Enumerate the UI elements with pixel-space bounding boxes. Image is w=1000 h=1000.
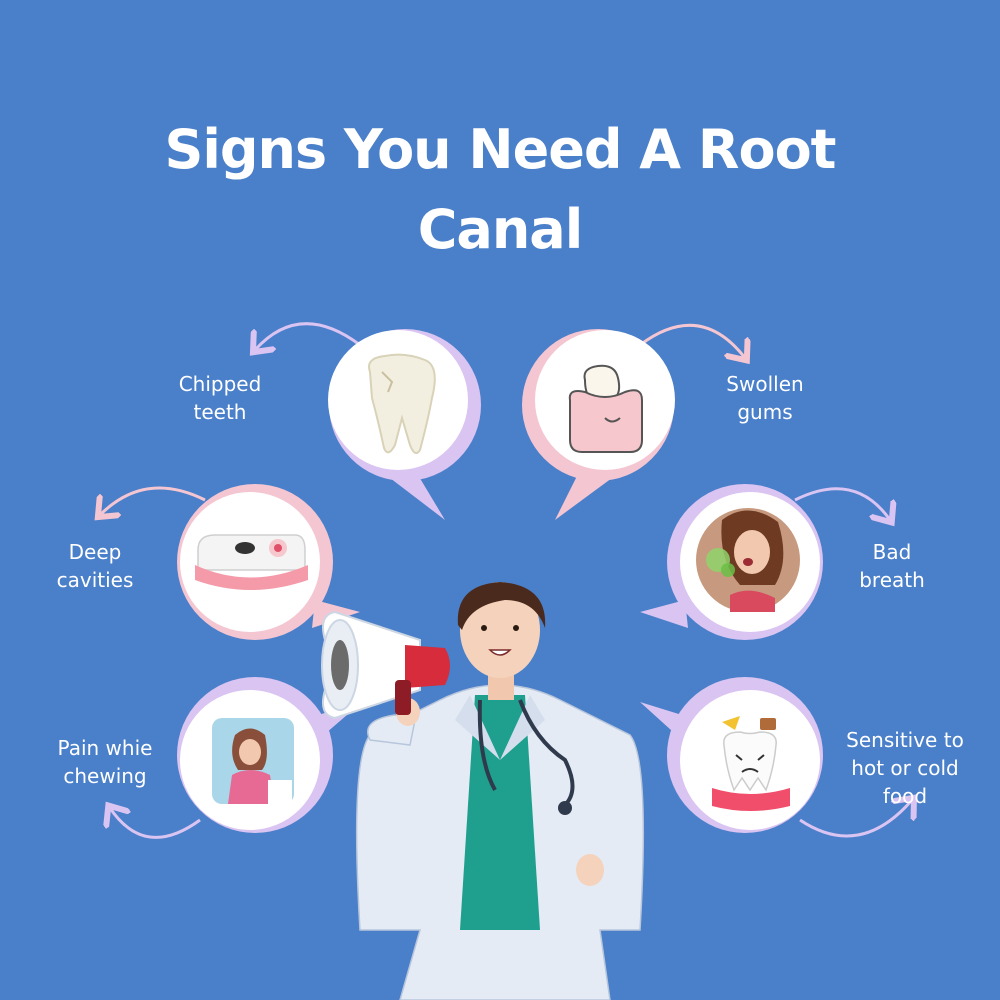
chipped-tooth-icon xyxy=(368,353,436,455)
arrow-breath xyxy=(794,487,890,520)
bubble-sensitive-food xyxy=(640,677,823,833)
label-deep-cavities: Deep cavities xyxy=(56,540,134,592)
stethoscope xyxy=(477,699,575,807)
title-line-1: Signs You Need A Root xyxy=(164,118,836,181)
label-sensitive-food: Sensitive to hot or cold food xyxy=(846,728,964,808)
swollen-gums-icon xyxy=(568,364,643,453)
arrow-chipped xyxy=(255,322,361,350)
cavity-teeth-icon xyxy=(195,534,308,590)
doctor-hair xyxy=(457,582,546,630)
jaw-pain-icon xyxy=(212,718,294,804)
arrow-swollen xyxy=(639,323,745,358)
title-line-2: Canal xyxy=(417,198,583,261)
arrow-cavities xyxy=(100,486,206,515)
bad-breath-icon xyxy=(696,508,800,612)
scrubs xyxy=(460,695,540,930)
doctor-illustration xyxy=(355,582,645,1000)
arrow-sensitive xyxy=(799,800,912,838)
bubble-chipped-teeth xyxy=(328,329,481,520)
label-bad-breath: Bad breath xyxy=(859,540,925,592)
bubble-swollen-gums xyxy=(522,329,675,520)
megaphone-icon xyxy=(321,610,450,720)
arrow-pain xyxy=(110,808,201,839)
bubble-deep-cavities xyxy=(177,484,360,640)
sensitive-tooth-icon xyxy=(712,716,790,811)
bubble-bad-breath xyxy=(640,484,823,640)
label-chipped-teeth: Chipped teeth xyxy=(178,372,262,424)
label-swollen-gums: Swollen gums xyxy=(726,372,804,424)
page-title: Signs You Need A Root Canal xyxy=(100,110,900,270)
bubble-pain-chewing xyxy=(177,677,362,833)
label-pain-chewing: Pain whie chewing xyxy=(57,736,153,788)
